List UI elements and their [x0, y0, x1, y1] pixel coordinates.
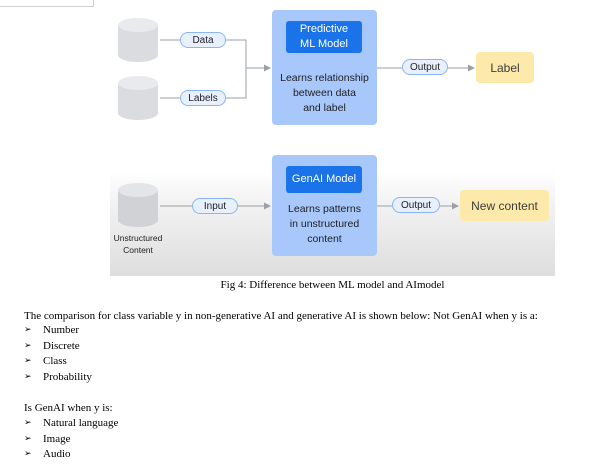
list-item: ➢Image	[24, 432, 118, 448]
line-data-to-model	[226, 39, 271, 72]
predictive-model-title: Predictive ML Model	[286, 21, 362, 53]
data-pill: Data	[180, 32, 226, 48]
output-pill: Output	[392, 197, 440, 213]
arrowhead-bullet-icon: ➢	[24, 325, 32, 335]
figure-caption: Fig 4: Difference between ML model and A…	[220, 279, 445, 291]
input-pill: Input	[192, 198, 238, 214]
list-item: ➢Class	[24, 354, 92, 370]
list-item: ➢Discrete	[24, 339, 92, 355]
list-item: ➢Natural language	[24, 416, 118, 432]
genai-model-title: GenAI Model	[286, 166, 362, 193]
connector-lines	[160, 39, 475, 210]
genai-model-description: Learns patterns in unstructured content	[288, 203, 361, 245]
output-pill: Output	[402, 59, 448, 75]
database-icon	[118, 76, 158, 120]
arrowhead-bullet-icon: ➢	[24, 371, 32, 382]
database-icon	[118, 183, 158, 227]
unstructured-content-label: Unstructured Content	[113, 233, 163, 255]
arrowhead-bullet-icon: ➢	[24, 340, 32, 351]
label-result-box: Label	[476, 52, 534, 83]
list-is-genai: ➢Natural language ➢Image ➢Audio	[24, 416, 118, 463]
paragraph-not-genai: The comparison for class variable y in n…	[24, 310, 538, 322]
new-content-result-box: New content	[460, 190, 549, 221]
arrowhead-bullet-icon: ➢	[24, 433, 32, 444]
predictive-model-description: Learns relationship between data and lab…	[280, 72, 369, 114]
arrowhead-bullet-icon: ➢	[24, 356, 32, 366]
database-icon	[118, 18, 158, 62]
list-item: ➢Probability	[24, 370, 92, 386]
comparison-figure: Data Labels Predictive ML Model Learns r…	[110, 0, 555, 276]
list-item: ➢Number	[24, 323, 92, 339]
list-item: ➢Audio	[24, 447, 118, 463]
arrowhead-bullet-icon: ➢	[24, 418, 32, 428]
predictive-model-box: Predictive ML Model Learns relationship …	[272, 10, 377, 125]
line-labels-to-model	[226, 68, 247, 99]
arrowhead-bullet-icon: ➢	[24, 449, 32, 459]
labels-pill: Labels	[180, 90, 226, 106]
list-not-genai: ➢Number ➢Discrete ➢Class ➢Probability	[24, 323, 92, 385]
genai-model-box: GenAI Model Learns patterns in unstructu…	[272, 155, 377, 256]
top-frame-edge	[0, 0, 94, 7]
paragraph-is-genai: Is GenAI when y is:	[24, 402, 113, 414]
